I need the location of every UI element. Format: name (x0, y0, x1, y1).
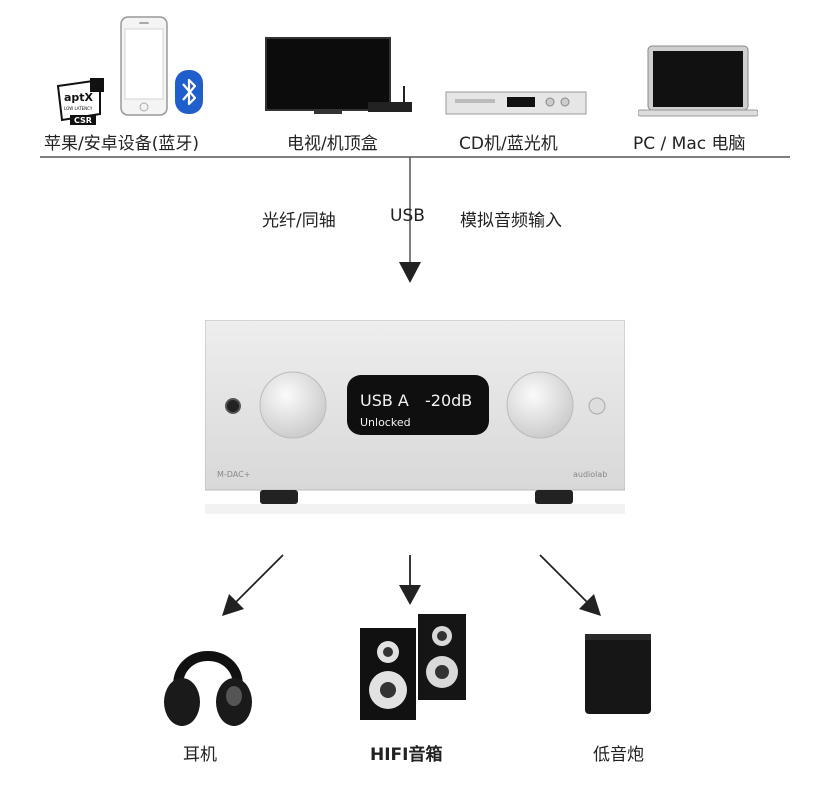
bluetooth-icon (175, 70, 203, 114)
output-arrowhead-center (399, 585, 421, 605)
input-label-analog: 模拟音频输入 (460, 211, 562, 231)
input-label-usb: USB (390, 206, 425, 226)
display-source: USB A (360, 391, 409, 410)
output-label-headphones: 耳机 (183, 745, 217, 765)
aptx-vendor: CSR (74, 116, 92, 125)
input-arrowhead (399, 262, 421, 283)
aptx-sub: LOW LATENCY (64, 106, 93, 111)
input-label-optical-coax: 光纤/同轴 (262, 211, 336, 231)
subwoofer-icon (583, 632, 655, 720)
output-arrow-right-line (539, 554, 589, 604)
display-volume: -20dB (425, 391, 473, 410)
output-arrow-left-line (234, 554, 284, 604)
speakers-icon (360, 614, 470, 720)
dac-device: USB A -20dB Unlocked M-DAC+ audiolab (205, 320, 625, 520)
source-label-cd: CD机/蓝光机 (459, 134, 558, 154)
source-label-phone: 苹果/安卓设备(蓝牙) (44, 134, 199, 154)
headphones-icon (160, 626, 256, 730)
output-arrowhead-left (222, 594, 244, 616)
output-label-subwoofer: 低音炮 (593, 745, 644, 765)
model-label: M-DAC+ (217, 470, 251, 479)
aptx-logo: aptX LOW LATENCY CSR (54, 76, 114, 126)
brand-label: audiolab (573, 470, 608, 479)
source-label-pc: PC / Mac 电脑 (633, 134, 746, 154)
cd-player-icon (445, 90, 587, 116)
source-label-tv: 电视/机顶盒 (287, 134, 378, 154)
display-status: Unlocked (360, 416, 411, 429)
smartphone-icon (120, 16, 168, 116)
output-label-speakers: HIFI音箱 (370, 745, 443, 765)
aptx-brand: aptX (64, 91, 94, 104)
output-arrowhead-right (579, 594, 601, 616)
tv-icon (264, 36, 414, 116)
laptop-icon (638, 44, 758, 118)
